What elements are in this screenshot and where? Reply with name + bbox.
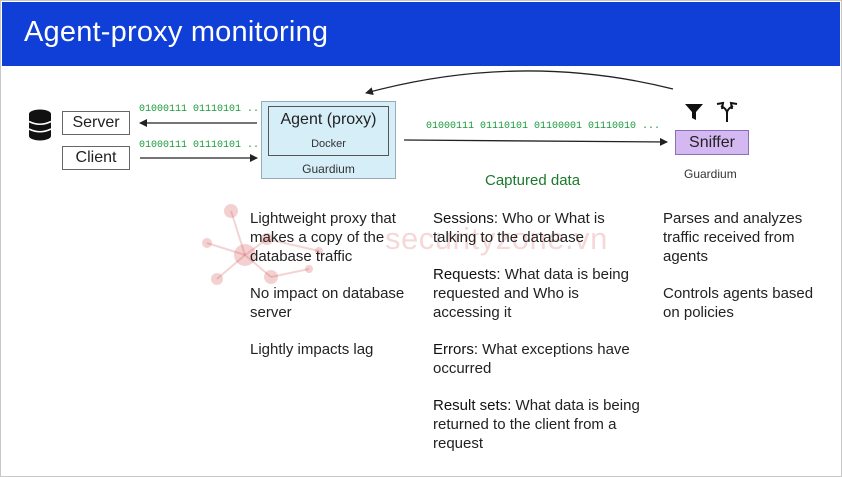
agent-label: Agent (proxy)	[280, 111, 377, 128]
result-sets-term: Result sets:	[433, 397, 512, 414]
result-sets-text: What data is being returned to the clien…	[433, 397, 640, 452]
agent-docker-box: Agent (proxy) Docker	[268, 106, 389, 156]
server-box: Server	[62, 111, 130, 135]
watermark-text: securityzone.vn	[385, 221, 608, 256]
sessions-term: Sessions:	[433, 210, 499, 227]
agent-point-3: Lightly impacts lag	[250, 341, 374, 358]
agent-proxy-box: Agent (proxy) Docker Guardium	[261, 101, 396, 179]
title-bar: Agent-proxy monitoring	[2, 2, 840, 66]
split-arrow-icon	[716, 101, 738, 122]
sniffer-column: Parses and analyzes traffic received fro…	[663, 209, 833, 340]
client-box: Client	[62, 146, 130, 170]
captured-requests: Requests: What data is being requested a…	[433, 265, 648, 322]
errors-term: Errors:	[433, 341, 478, 358]
watermark-logo	[202, 204, 323, 285]
captured-column: Sessions: Who or What is talking to the …	[433, 209, 648, 471]
captured-data-label: Captured data	[485, 172, 581, 189]
agent-point-2: No impact on database server	[250, 285, 405, 321]
requests-text: What data is being requested and Who is …	[433, 266, 629, 321]
agent-point-1: Lightweight proxy that makes a copy of t…	[250, 210, 396, 265]
agent-guardium-label: Guardium	[302, 162, 355, 176]
requests-term: Requests:	[433, 266, 501, 283]
sniffer-point-2: Controls agents based on policies	[663, 285, 814, 321]
docker-label: Docker	[311, 138, 346, 150]
sniffer-box: Sniffer	[675, 130, 749, 155]
binary-stream-2: 01000111 01110101 ...	[139, 140, 266, 151]
captured-sessions: Sessions: Who or What is talking to the …	[433, 209, 648, 247]
binary-stream-3: 01000111 01110101 01100001 01110010 ...	[426, 121, 661, 132]
captured-result-sets: Result sets: What data is being returned…	[433, 396, 648, 453]
sniffer-label: Sniffer	[689, 134, 735, 151]
client-label: Client	[75, 149, 117, 166]
filter-icon	[685, 104, 703, 120]
arrow-sniffer-to-agent	[365, 70, 674, 96]
sniffer-point-1: Parses and analyzes traffic received fro…	[663, 210, 803, 265]
sniffer-guardium-label: Guardium	[684, 167, 737, 181]
page-title: Agent-proxy monitoring	[24, 16, 329, 48]
database-icon	[28, 109, 52, 141]
sessions-text: Who or What is talking to the database	[433, 210, 605, 246]
server-label: Server	[72, 114, 120, 131]
arrow-agent-to-sniffer	[403, 137, 668, 146]
captured-errors: Errors: What exceptions have occurred	[433, 340, 648, 378]
binary-stream-1: 01000111 01110101 ...	[139, 104, 266, 115]
errors-text: What exceptions have occurred	[433, 341, 630, 377]
agent-column: Lightweight proxy that makes a copy of t…	[250, 209, 415, 377]
